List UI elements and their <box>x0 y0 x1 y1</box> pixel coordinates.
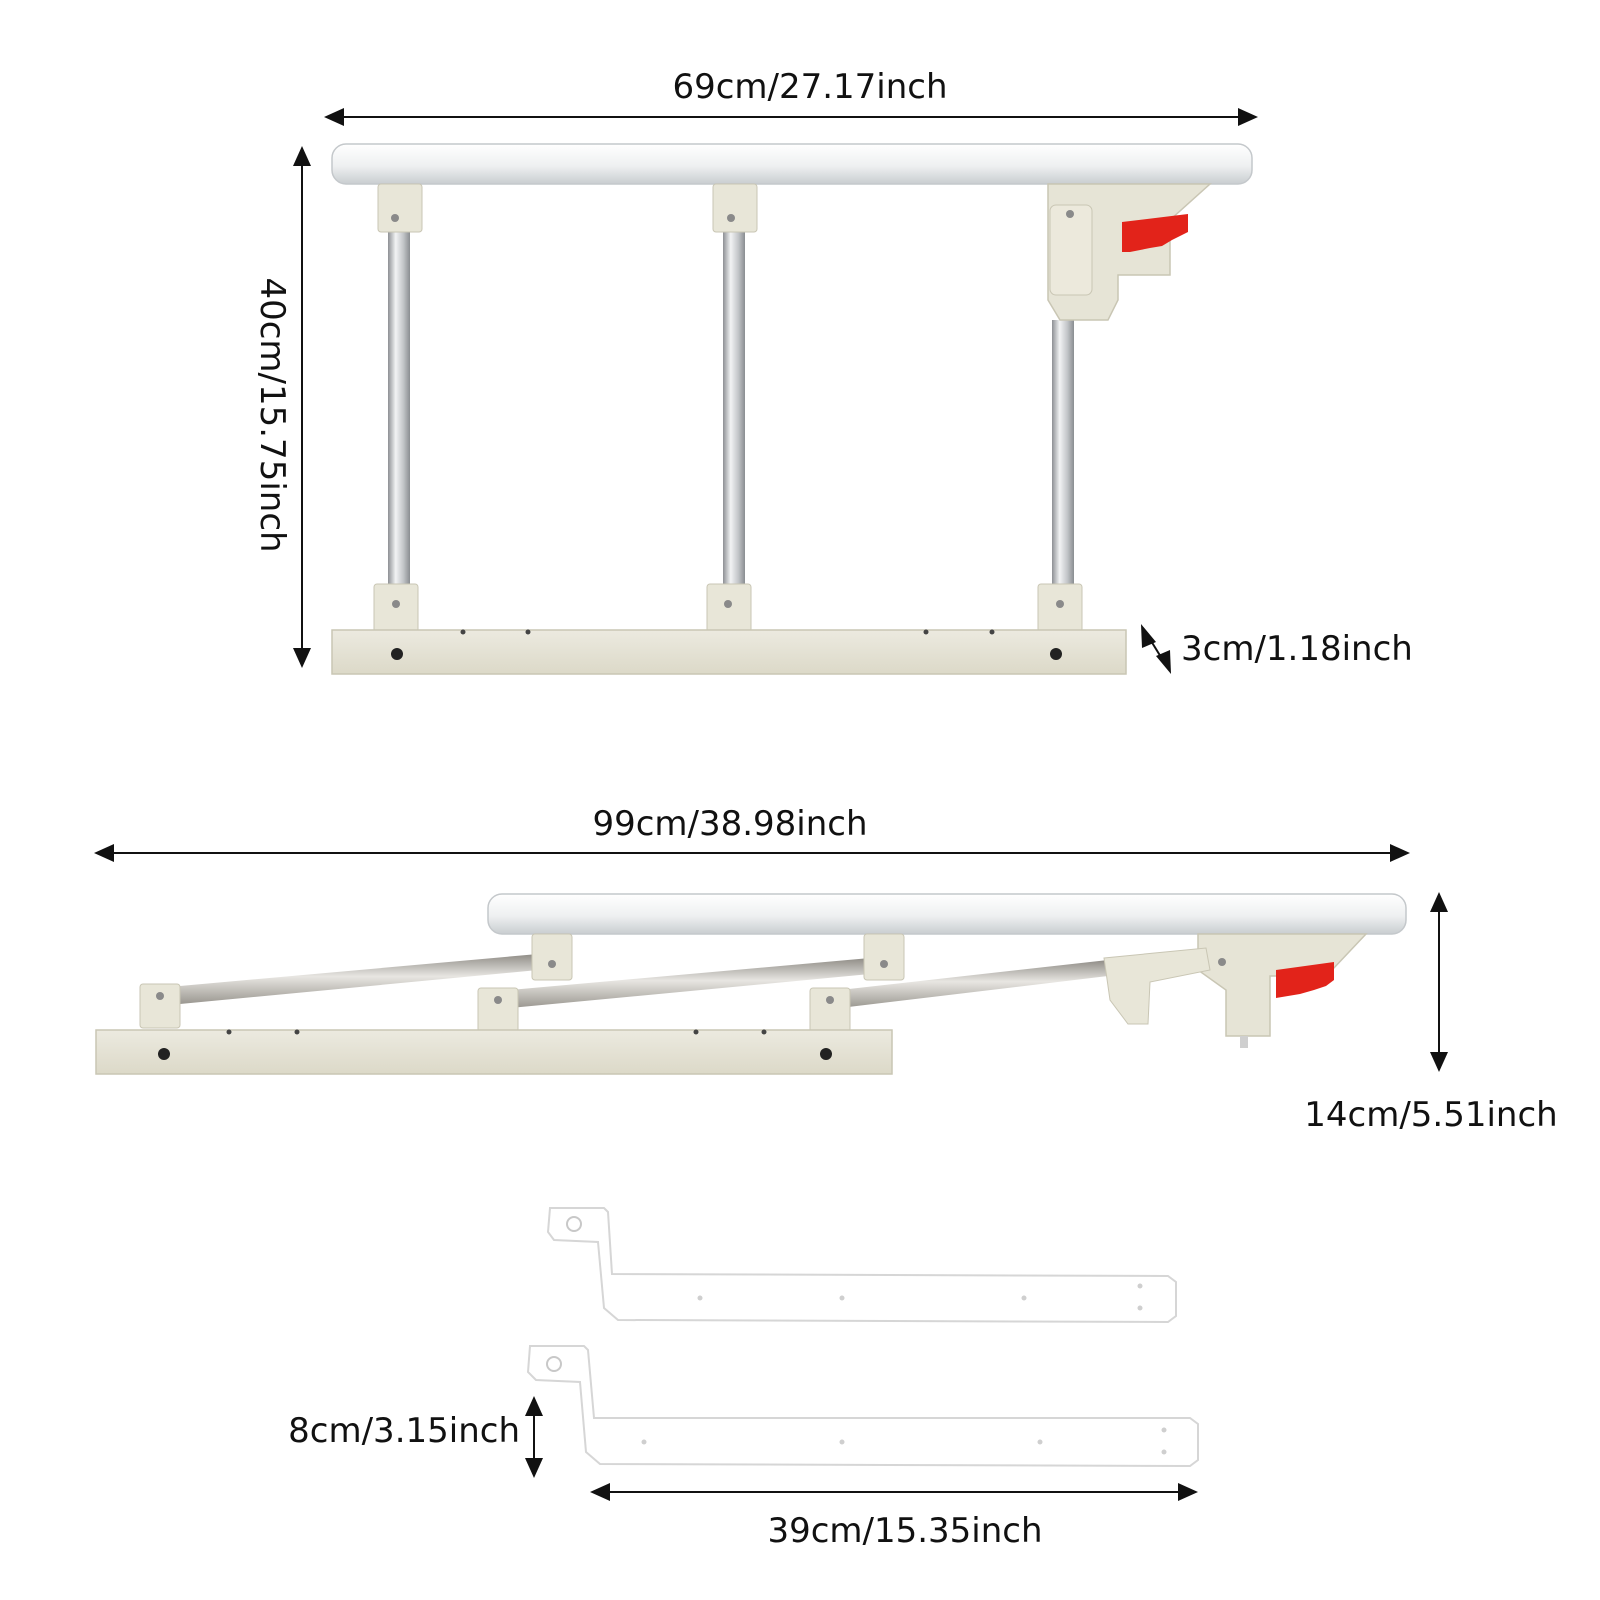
folded-pole-1 <box>180 954 538 1004</box>
label-bracket-length: 39cm/15.35inch <box>767 1511 1042 1551</box>
mounting-bracket-lower <box>526 1345 1199 1468</box>
folded-lower-joint-3 <box>809 987 851 1033</box>
folded-lower-joint-2 <box>477 987 519 1033</box>
latch-mechanism <box>1047 183 1212 321</box>
folded-rail-illustration <box>95 893 1407 1075</box>
dimension-bracket-height: 8cm/3.15inch <box>288 1396 543 1478</box>
folded-lower-joint-1 <box>139 983 181 1029</box>
bottom-bracket-right <box>1037 583 1083 633</box>
mounting-bracket-upper <box>546 1207 1177 1324</box>
dimension-upright-width: 69cm/27.17inch <box>324 67 1258 126</box>
upright-rail-illustration <box>331 143 1253 675</box>
bottom-bracket-left <box>373 583 419 633</box>
pole-left <box>388 225 410 595</box>
label-base-height: 3cm/1.18inch <box>1181 629 1413 669</box>
label-bracket-height: 8cm/3.15inch <box>288 1411 520 1451</box>
top-bracket-left <box>377 183 423 233</box>
folded-base-bar <box>95 1029 893 1075</box>
pole-middle <box>723 225 745 595</box>
bottom-bracket-middle <box>706 583 752 633</box>
label-folded-height: 14cm/5.51inch <box>1304 1095 1557 1135</box>
top-handrail <box>331 143 1253 185</box>
folded-upper-joint-1 <box>531 933 573 981</box>
dimension-base-height: 3cm/1.18inch <box>1141 624 1413 674</box>
folded-pole-2 <box>510 958 870 1008</box>
dimension-folded-width: 99cm/38.98inch <box>94 804 1410 862</box>
folded-top-handrail <box>487 893 1407 935</box>
dimension-upright-height: 40cm/15.75inch <box>252 146 311 668</box>
label-folded-width: 99cm/38.98inch <box>592 804 867 844</box>
red-release-lever <box>1122 214 1188 252</box>
folded-upper-joint-2 <box>863 933 905 981</box>
pole-right <box>1052 320 1074 595</box>
top-bracket-middle <box>712 183 758 233</box>
dimension-bracket-length: 39cm/15.35inch <box>590 1483 1198 1551</box>
base-bar <box>331 629 1127 675</box>
folded-red-release-lever <box>1276 962 1334 998</box>
label-upright-height: 40cm/15.75inch <box>252 277 292 552</box>
label-upright-width: 69cm/27.17inch <box>672 67 947 107</box>
folded-latch-mechanism <box>1103 933 1368 1048</box>
folded-pole-3 <box>840 960 1108 1008</box>
dimension-folded-height: 14cm/5.51inch <box>1304 892 1558 1135</box>
